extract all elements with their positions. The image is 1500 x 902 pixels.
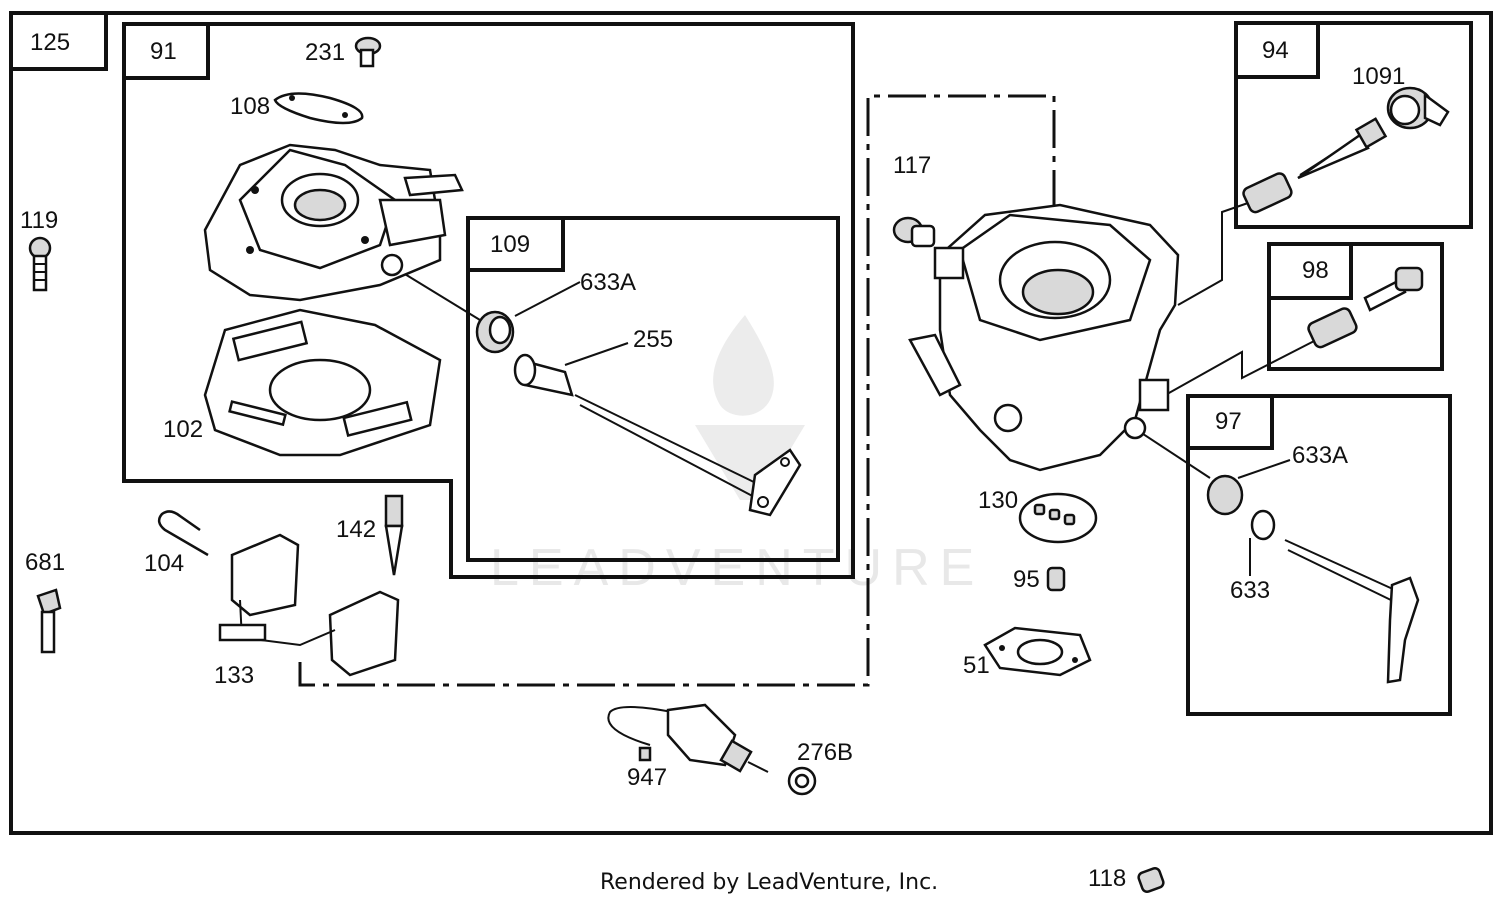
group-box-109: [466, 216, 840, 562]
group-label-109: 109: [490, 231, 530, 258]
part-51-gasket: [983, 626, 1092, 677]
label-102: 102: [163, 416, 203, 443]
part-255-throttle-shaft: [513, 353, 802, 517]
label-231: 231: [305, 39, 345, 66]
assembly-dash-outline: [298, 94, 1056, 687]
group-label-98: 98: [1302, 257, 1329, 284]
label-276b: 276B: [797, 739, 853, 766]
part-947-solenoid: [607, 703, 769, 773]
part-102-gasket-plate: [203, 308, 442, 457]
label-130: 130: [978, 487, 1018, 514]
label-108: 108: [230, 93, 270, 120]
part-97-choke-shaft: [1206, 474, 1420, 684]
group-label-91: 91: [150, 38, 177, 65]
part-104-pin: [157, 510, 209, 557]
label-947: 947: [627, 764, 667, 791]
carburetor-lower-body: [908, 203, 1180, 472]
watermark: LEADVENTURE: [490, 315, 984, 597]
watermark-text: LEADVENTURE: [490, 539, 984, 597]
outer-frame: [9, 11, 1493, 835]
label-633a-right: 633A: [1292, 442, 1348, 469]
part-231-screw: [354, 36, 382, 68]
part-142-needle: [384, 494, 404, 576]
group-box-97: [1186, 394, 1452, 716]
group-label-box-94: [1234, 21, 1320, 79]
flame-logo-icon: [713, 315, 774, 416]
part-633a-left-bushing: [475, 310, 515, 354]
part-117-plug: [892, 216, 936, 248]
group-label-97: 97: [1215, 408, 1242, 435]
part-1091-cap: [1386, 86, 1450, 130]
part-91-upper-body: [203, 143, 464, 302]
group-box-94: [1234, 21, 1473, 229]
part-98-screw-spring: [1307, 266, 1424, 349]
part-108-gasket: [273, 92, 364, 125]
part-681-screw: [36, 588, 62, 654]
label-633a-left: 633A: [580, 269, 636, 296]
label-118: 118: [1088, 865, 1126, 892]
group-label-125: 125: [30, 29, 70, 56]
label-104: 104: [144, 550, 184, 577]
group-label-box-91: [122, 22, 210, 80]
label-255: 255: [633, 326, 673, 353]
label-1091: 1091: [1352, 63, 1405, 90]
group-label-94: 94: [1262, 37, 1289, 64]
label-681: 681: [25, 549, 65, 576]
label-119: 119: [20, 207, 58, 234]
part-119-screw: [28, 236, 52, 292]
footer-credit: Rendered by LeadVenture, Inc.: [600, 870, 938, 895]
label-117: 117: [893, 152, 931, 179]
label-95: 95: [1013, 566, 1040, 593]
group-box-98: [1267, 242, 1444, 371]
part-94-needle-spring: [1242, 117, 1388, 214]
label-142: 142: [336, 516, 376, 543]
group-label-box-109: [466, 216, 565, 272]
label-133: 133: [214, 662, 254, 689]
part-276b-washer: [787, 766, 817, 796]
group-box-91: [122, 22, 855, 579]
group-box-125: [9, 11, 108, 71]
part-130-plate: [1018, 492, 1098, 544]
v-logo-icon: [695, 425, 805, 500]
group-label-box-98: [1267, 242, 1353, 300]
part-133-float: [218, 533, 400, 677]
label-51: 51: [963, 652, 990, 679]
part-118-screw: [1137, 866, 1165, 894]
part-95-screw: [1046, 566, 1066, 592]
label-633: 633: [1230, 577, 1270, 604]
group-label-box-97: [1186, 394, 1274, 450]
